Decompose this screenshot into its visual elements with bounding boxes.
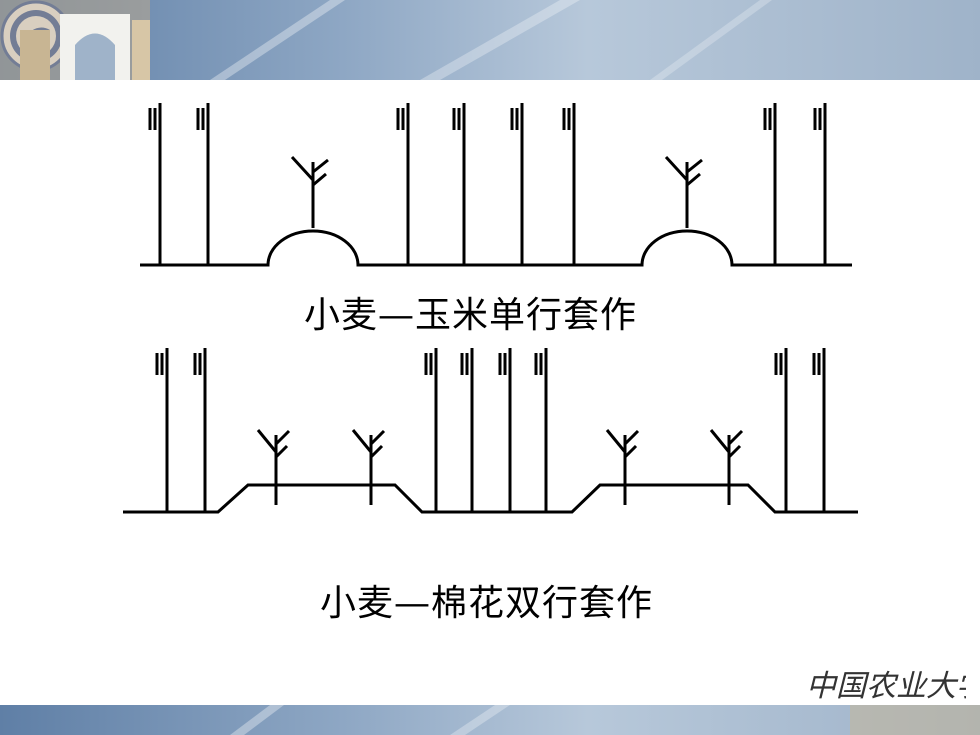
caption-single-row: 小麦—玉米单行套作 xyxy=(304,295,638,336)
calligraphy-signature: 中国农业大学 xyxy=(806,669,966,704)
banner-streaks-bottom xyxy=(230,705,980,735)
ground-line-top xyxy=(140,229,852,267)
wheat-group-middle xyxy=(396,103,576,265)
wheat-pair-left xyxy=(155,348,207,512)
wheat-group-right xyxy=(763,103,827,265)
top-banner xyxy=(0,0,980,80)
campus-gate-icon xyxy=(0,0,150,80)
double-row-diagram xyxy=(123,348,858,514)
ground-line-bottom xyxy=(123,483,858,514)
bottom-banner xyxy=(0,705,980,735)
intercropping-diagram xyxy=(123,103,858,514)
corn-plant-right xyxy=(664,155,703,228)
wheat-pair-right xyxy=(774,348,826,512)
cotton-pair-right xyxy=(605,429,744,505)
caption-double-row: 小麦—棉花双行套作 xyxy=(320,583,654,624)
wheat-group-center xyxy=(424,348,548,512)
signature-text: 中国农业大学 xyxy=(806,669,966,704)
banner-streaks xyxy=(210,0,772,80)
wheat-group-left xyxy=(148,103,210,265)
single-row-diagram xyxy=(140,103,852,267)
corn-plant-left xyxy=(290,155,329,228)
cotton-pair-left xyxy=(256,429,386,505)
